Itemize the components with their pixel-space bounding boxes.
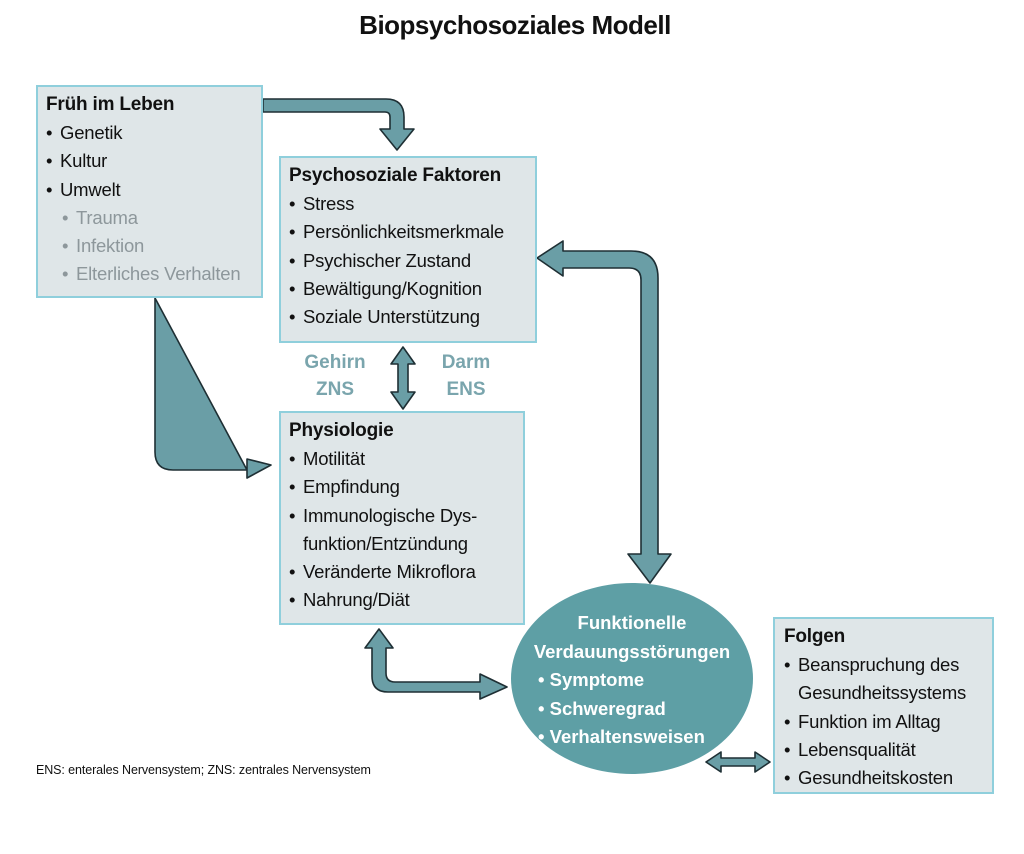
- list-item: •Beanspruchung des: [784, 654, 960, 675]
- sub-list-item: •Trauma: [62, 206, 138, 228]
- arrow-physiology-to-disorders: [364, 628, 508, 700]
- list-item: •Gesundheitskosten: [784, 767, 953, 789]
- consequences-list: •Beanspruchung des Gesundheitssystems •F…: [784, 651, 984, 792]
- list-item: •Nahrung/Diät: [289, 589, 410, 611]
- arrow-early-to-psychosocial: [262, 98, 415, 151]
- consequences-box: Folgen •Beanspruchung des Gesundheitssys…: [773, 617, 994, 794]
- list-item: • Verhaltensweisen: [538, 726, 705, 747]
- list-item: •Funktion im Alltag: [784, 710, 941, 732]
- arrow-early-to-physiology: [154, 297, 272, 479]
- psychosocial-title: Psychosoziale Faktoren: [289, 165, 502, 186]
- list-item: •Motilität: [289, 448, 365, 469]
- list-item: • Symptome: [538, 669, 645, 690]
- gut-ens-label: Darm ENS: [441, 352, 491, 400]
- list-item-continuation: funktion/Entzündung: [303, 532, 468, 554]
- disorders-title-line2: Verdauungsstörungen: [533, 640, 731, 662]
- disorders-title-line1: Funktionelle: [577, 612, 687, 633]
- list-item: •Psychischer Zustand: [289, 249, 471, 271]
- disorders-text: Funktionelle Verdauungsstörungen • Sympt…: [511, 609, 753, 752]
- disorders-ellipse: [511, 583, 753, 774]
- psychosocial-list: •Stress •Persönlichkeitsmerkmale •Psychi…: [289, 190, 527, 331]
- sub-list-item: •Elterliches Verhalten: [62, 263, 241, 285]
- physiology-list: •Motilität •Empfindung •Immunologische D…: [289, 445, 515, 615]
- list-item: •Veränderte Mikroflora: [289, 561, 476, 583]
- physiology-box: Physiologie •Motilität •Empfindung •Immu…: [279, 411, 525, 625]
- sub-list-item: •Infektion: [62, 235, 145, 257]
- list-item: •Bewältigung/Kognition: [289, 277, 482, 299]
- footnote: ENS: enterales Nervensystem; ZNS: zentra…: [36, 763, 371, 777]
- early-life-box: Früh im Leben •Genetik •Kultur •Umwelt •…: [36, 85, 263, 298]
- page-title: Biopsychosoziales Modell: [359, 10, 671, 40]
- list-item-continuation: Gesundheitssystems: [798, 682, 967, 704]
- list-item: •Genetik: [46, 122, 123, 143]
- list-item: •Empfindung: [289, 476, 400, 498]
- list-item: •Soziale Unterstützung: [289, 306, 480, 328]
- arrow-brain-gut-axis: [390, 346, 416, 410]
- arrow-psychosocial-to-disorders: [536, 240, 672, 584]
- list-item: • Schweregrad: [538, 697, 666, 719]
- consequences-title: Folgen: [784, 626, 846, 647]
- list-item: •Lebensqualität: [784, 738, 916, 760]
- brain-cns-label: Gehirn ZNS: [304, 352, 366, 400]
- list-item: •Stress: [289, 193, 355, 214]
- list-item: •Immunologische Dys-: [289, 504, 478, 526]
- list-item: •Persönlichkeitsmerkmale: [289, 221, 505, 243]
- early-life-list: •Genetik •Kultur •Umwelt •Trauma •Infekt…: [46, 119, 253, 289]
- psychosocial-box: Psychosoziale Faktoren •Stress •Persönli…: [279, 156, 537, 343]
- disorders-list: • Symptome • Schweregrad • Verhaltenswei…: [511, 666, 753, 752]
- early-life-title: Früh im Leben: [46, 94, 175, 115]
- arrow-disorders-to-consequences: [705, 751, 771, 773]
- physiology-title: Physiologie: [289, 420, 394, 441]
- list-item: •Kultur: [46, 150, 108, 172]
- list-item: •Umwelt: [46, 178, 121, 200]
